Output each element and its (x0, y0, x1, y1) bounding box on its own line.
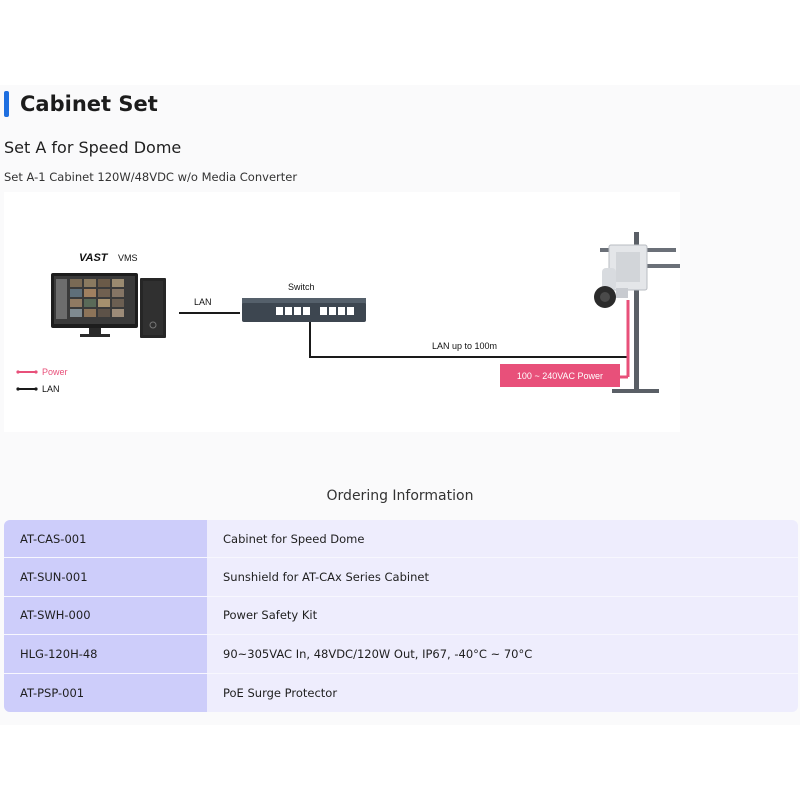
product-description: PoE Surge Protector (223, 685, 338, 700)
diagram-svg: VAST VMS LAN Switch (16, 232, 680, 394)
section-title: Cabinet Set (4, 90, 158, 118)
legend: Power LAN (16, 367, 68, 394)
vms-brand: VAST (79, 252, 109, 264)
monitor-icon (51, 273, 138, 337)
table-row: AT-SWH-000 Power Safety Kit (4, 596, 798, 636)
product-code: AT-SUN-001 (4, 558, 207, 596)
network-diagram: VAST VMS LAN Switch (4, 192, 680, 432)
set-caption: Set A-1 Cabinet 120W/48VDC w/o Media Con… (4, 170, 298, 184)
power-label: 100 ~ 240VAC Power (517, 371, 603, 381)
title-accent-bar (4, 91, 9, 117)
product-code: AT-CAS-001 (4, 520, 207, 558)
product-description: Power Safety Kit (223, 608, 318, 623)
switch-icon (242, 298, 366, 322)
ordering-table: AT-CAS-001 Cabinet for Speed Dome AT-SUN… (4, 520, 798, 712)
product-description: Cabinet for Speed Dome (223, 531, 365, 546)
product-code: HLG-120H-48 (4, 635, 207, 673)
switch-label: Switch (288, 282, 315, 292)
product-description: 90~305VAC In, 48VDC/120W Out, IP67, -40°… (223, 646, 533, 661)
power-label-box (500, 364, 620, 387)
ordering-title: Ordering Information (326, 488, 474, 504)
pc-tower-icon (140, 278, 166, 338)
vms-suffix: VMS (118, 253, 138, 263)
product-code: AT-PSP-001 (4, 673, 207, 712)
legend-power-label: Power (42, 367, 68, 377)
section-title-text: Cabinet Set (20, 92, 158, 116)
lan-distance-label: LAN up to 100m (432, 341, 497, 351)
product-code: AT-SWH-000 (4, 596, 207, 635)
table-row: HLG-120H-48 90~305VAC In, 48VDC/120W Out… (4, 635, 798, 674)
table-row: AT-PSP-001 PoE Surge Protector (4, 673, 798, 712)
set-heading: Set A for Speed Dome (4, 138, 182, 157)
product-description: Sunshield for AT-CAx Series Cabinet (223, 570, 429, 585)
table-row: AT-CAS-001 Cabinet for Speed Dome (4, 520, 798, 559)
legend-lan-label: LAN (42, 384, 60, 394)
table-row: AT-SUN-001 Sunshield for AT-CAx Series C… (4, 558, 798, 597)
pole-camera-icon (594, 232, 680, 393)
lan-label: LAN (194, 297, 212, 307)
